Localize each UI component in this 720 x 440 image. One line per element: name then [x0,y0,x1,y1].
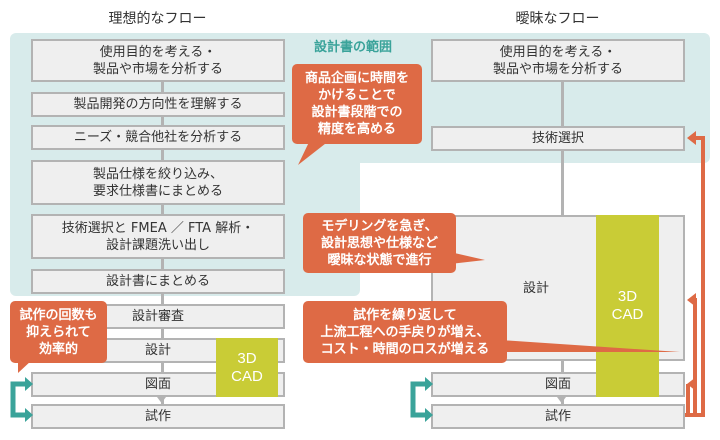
callout-plan-precision: 商品企画に時間を かけることで 設計書段階での 精度を高める [292,64,422,144]
ideal-step-analyze: 使用目的を考える・ 製品や市場を分析する [31,39,285,82]
scope-label: 設計書の範囲 [314,40,393,55]
ideal-step-needs: ニーズ・競合他社を分析する [31,125,285,150]
vague-flow-title: 曖昧なフロー [515,11,600,27]
callout-ideal-bottom-tail [18,360,32,373]
vague-down-arrowhead [557,397,566,403]
ideal-step-prototype: 試作 [31,404,285,429]
ideal-step-fmea: 技術選択と FMEA ／ FTA 解析・ 設計課題洗い出し [31,214,285,259]
callout-efficient-prototyping: 試作の回数も 抑えられて 効率的 [10,301,107,363]
callout-rushed-modeling: モデリングを急ぎ、 設計思想や仕様など 曖昧な状態で進行 [303,213,456,273]
callout-rework-loss: 試作を繰り返して 上流工程への手戻りが増え、 コスト・時間のロスが増える [303,301,507,363]
ideal-3d-cad-block: 3D CAD [216,338,278,397]
ideal-step-direction: 製品開発の方向性を理解する [31,92,285,117]
vague-teal-loop-arrow [410,377,433,422]
vague-step-analyze: 使用目的を考える・ 製品や市場を分析する [431,39,685,82]
ideal-teal-loop-arrow [10,377,33,422]
ideal-step-compile: 設計書にまとめる [31,269,285,294]
callout-middle-tail [450,252,485,264]
vague-step-tech-select: 技術選択 [431,126,685,151]
vague-3d-cad-block: 3D CAD [596,215,659,397]
vague-step-prototype: 試作 [431,404,685,429]
ideal-down-arrowhead [157,397,166,403]
callout-bottom-tail [500,340,680,352]
ideal-flow-title: 理想的なフロー [108,11,207,27]
callout-top-tail [298,140,330,165]
ideal-step-spec: 製品仕様を絞り込み、 要求仕様書にまとめる [31,160,285,205]
vague-rework-arrows [685,131,705,417]
